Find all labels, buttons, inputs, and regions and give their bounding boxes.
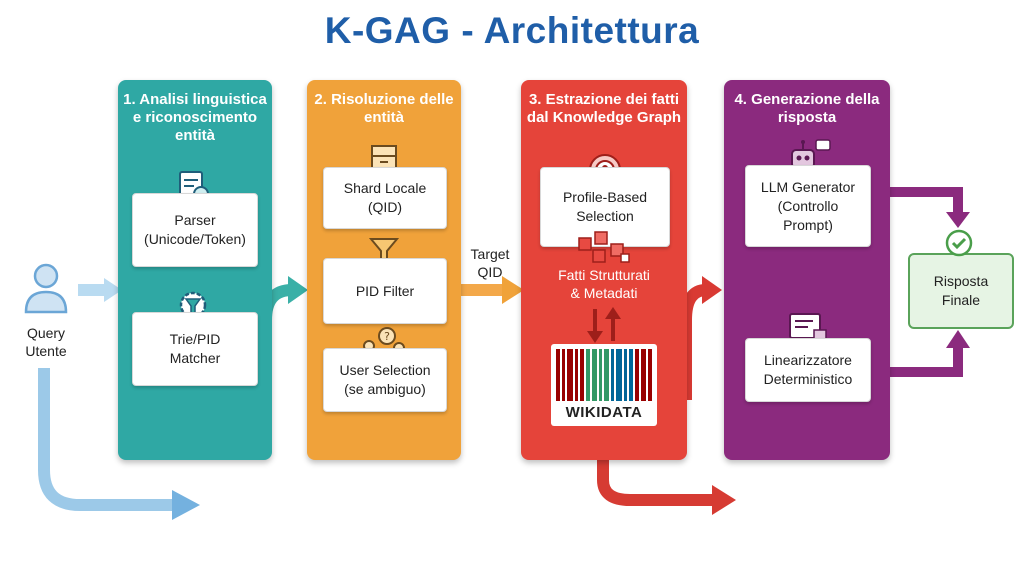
svg-text:?: ? [384,330,390,343]
panel-entity-resolution: 2. Risoluzione delle entità Shard Locale… [307,80,461,460]
llm-to-final-arrow [890,187,963,215]
parser-line2: (Unicode/Token) [144,231,246,247]
data-cubes-icon [578,231,630,263]
llm-line2: (Controllo [777,197,839,214]
pid-filter-box: PID Filter [323,258,447,324]
exchange-arrows-icon [587,307,621,343]
facts-line1: Fatti Strutturati [558,267,650,283]
user-selection-box: User Selection (se ambiguo) [323,348,447,412]
target-line2: QID [477,264,503,280]
matcher-line1: Trie/PID [169,331,221,347]
linearizer-line1: Linearizzatore [764,352,852,368]
wikidata-logo: WIKIDATA [551,344,657,426]
query-line2: Utente [25,343,67,359]
linearizer-box: Linearizzatore Deterministico [745,338,871,402]
llm-line3: Prompt) [783,216,833,233]
parser-line1: Parser [174,212,216,228]
selection-line1: User Selection [339,362,431,378]
selection-line2: (se ambiguo) [344,381,426,397]
llm-line1: LLM Generator [760,178,856,195]
document-lock-icon [789,313,827,341]
profile-line2: Selection [576,208,634,224]
panel-title: 2. Risoluzione delle entità [314,91,454,126]
panel-title: 1. Analisi linguistica e riconoscimento … [123,91,267,144]
panel-linguistic-analysis: 1. Analisi linguistica e riconoscimento … [118,80,272,460]
final-answer-box: Risposta Finale [908,253,1014,329]
target-qid-label: Target QID [458,245,522,281]
diagram-title: K-GAG - Architettura [324,10,700,51]
trie-pid-matcher-box: Trie/PID Matcher [132,312,258,386]
query-label: Query Utente [10,324,82,360]
query-line1: Query [26,325,66,341]
panel-title: 3. Estrazione dei fatti dal Knowledge Gr… [526,91,682,126]
matcher-line2: Matcher [169,350,221,366]
llm-generator-box: LLM Generator (Controllo Prompt) [745,165,871,247]
user-icon [24,263,68,314]
shard-line2: (QID) [367,199,403,215]
archive-box-icon [371,145,397,171]
shard-line1: Shard Locale [343,180,427,196]
robot-chat-icon [791,139,831,169]
extraction-to-generation-arrow [680,284,707,400]
pid-filter-label: PID Filter [355,282,415,299]
extraction-bottom-arrow [597,460,715,506]
check-circle-icon [945,229,973,257]
linearizer-to-final-arrow [890,345,963,377]
linearizer-line2: Deterministico [763,371,853,387]
shard-locale-box: Shard Locale (QID) [323,167,447,229]
structured-facts-label: Fatti Strutturati & Metadati [529,266,679,302]
panel-title: 4. Generazione della risposta [734,91,880,126]
panel-response-generation: 4. Generazione della risposta LLM Genera… [724,80,890,460]
query-bottom-arrow [38,368,175,511]
target-line1: Target [470,246,510,262]
final-line2: Finale [941,292,981,308]
parser-box: Parser (Unicode/Token) [132,193,258,267]
facts-line2: & Metadati [570,285,638,301]
wikidata-wordmark: WIKIDATA [565,404,643,421]
panel-fact-extraction: 3. Estrazione dei fatti dal Knowledge Gr… [521,80,687,460]
profile-line1: Profile-Based [562,189,648,205]
final-line1: Risposta [933,273,989,289]
